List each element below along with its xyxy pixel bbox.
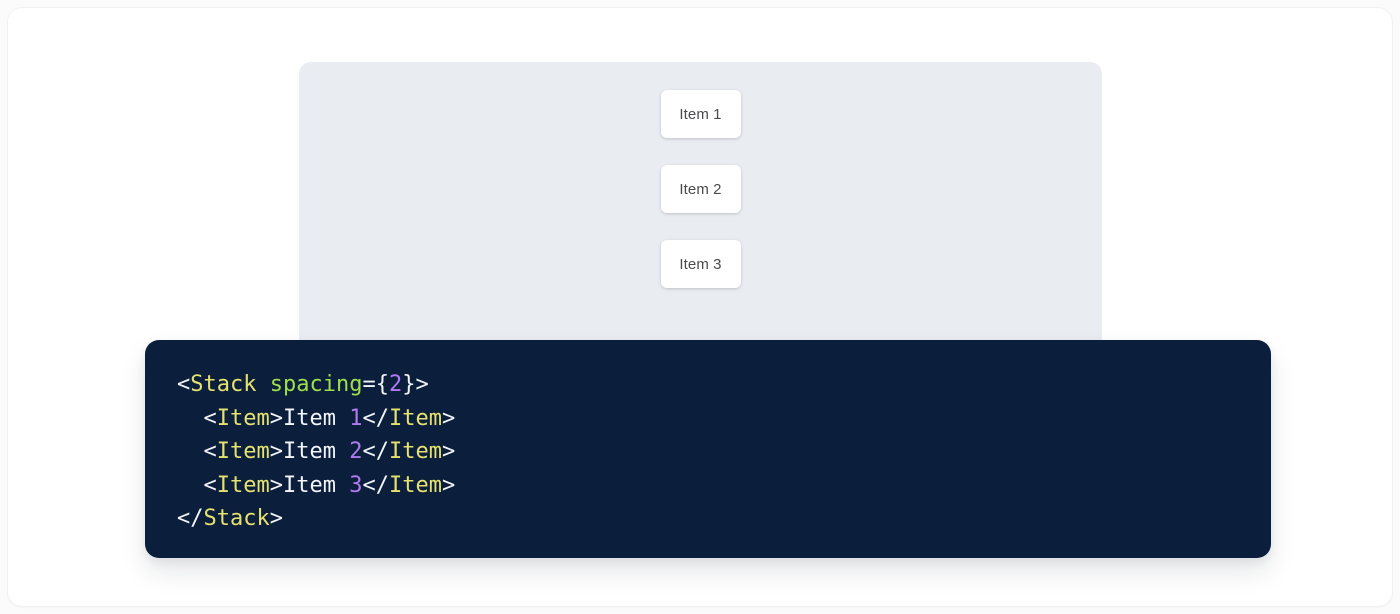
code-token-tag: Item	[389, 439, 442, 464]
code-token-punct: </	[362, 406, 389, 431]
code-token-num: 2	[349, 439, 362, 464]
code-token-punct: </	[362, 473, 389, 498]
code-token-punct: <	[204, 406, 217, 431]
code-token-punct: >	[270, 439, 283, 464]
code-line: <Item>Item 1</Item>	[177, 402, 1271, 436]
code-token-punct: >	[442, 439, 455, 464]
code-token-tag: Item	[217, 473, 270, 498]
code-line: <Item>Item 2</Item>	[177, 435, 1271, 469]
code-token-punct: >	[442, 406, 455, 431]
code-token-punct: >	[270, 473, 283, 498]
code-line: <Stack spacing={2}>	[177, 368, 1271, 402]
code-line: <Item>Item 3</Item>	[177, 469, 1271, 503]
code-token-tag: Stack	[204, 506, 270, 531]
code-token-text: Item	[283, 439, 349, 464]
code-token-tag: Item	[217, 406, 270, 431]
code-token-num: 1	[349, 406, 362, 431]
stack-item: Item 2	[661, 165, 741, 213]
code-token-punct: }>	[402, 372, 429, 397]
code-token-punct: >	[270, 406, 283, 431]
code-token-tag: Stack	[190, 372, 256, 397]
code-token-tag: Item	[217, 439, 270, 464]
code-snippet-panel: <Stack spacing={2}> <Item>Item 1</Item> …	[145, 340, 1271, 558]
stack-item: Item 3	[661, 240, 741, 288]
code-token-punct: </	[362, 439, 389, 464]
code-token-text: Item	[283, 473, 349, 498]
code-token-punct: <	[177, 372, 190, 397]
code-token-attr: spacing	[270, 372, 363, 397]
code-token-punct: </	[177, 506, 204, 531]
code-token-punct: ={	[362, 372, 389, 397]
page-card: Item 1Item 2Item 3 <Stack spacing={2}> <…	[8, 8, 1392, 606]
code-token-num: 3	[349, 473, 362, 498]
code-token-text: Item	[283, 406, 349, 431]
code-token-punct	[256, 372, 269, 397]
code-block: <Stack spacing={2}> <Item>Item 1</Item> …	[177, 368, 1271, 536]
code-token-tag: Item	[389, 473, 442, 498]
code-token-tag: Item	[389, 406, 442, 431]
stack-container: Item 1 Item 2 Item 3	[661, 90, 741, 288]
code-token-punct: <	[204, 473, 217, 498]
code-line: </Stack>	[177, 502, 1271, 536]
code-token-num: 2	[389, 372, 402, 397]
stack-preview-surface: Item 1 Item 2 Item 3	[299, 62, 1102, 356]
code-token-punct: >	[442, 473, 455, 498]
stack-item: Item 1	[661, 90, 741, 138]
code-token-punct: <	[204, 439, 217, 464]
code-token-punct: >	[270, 506, 283, 531]
